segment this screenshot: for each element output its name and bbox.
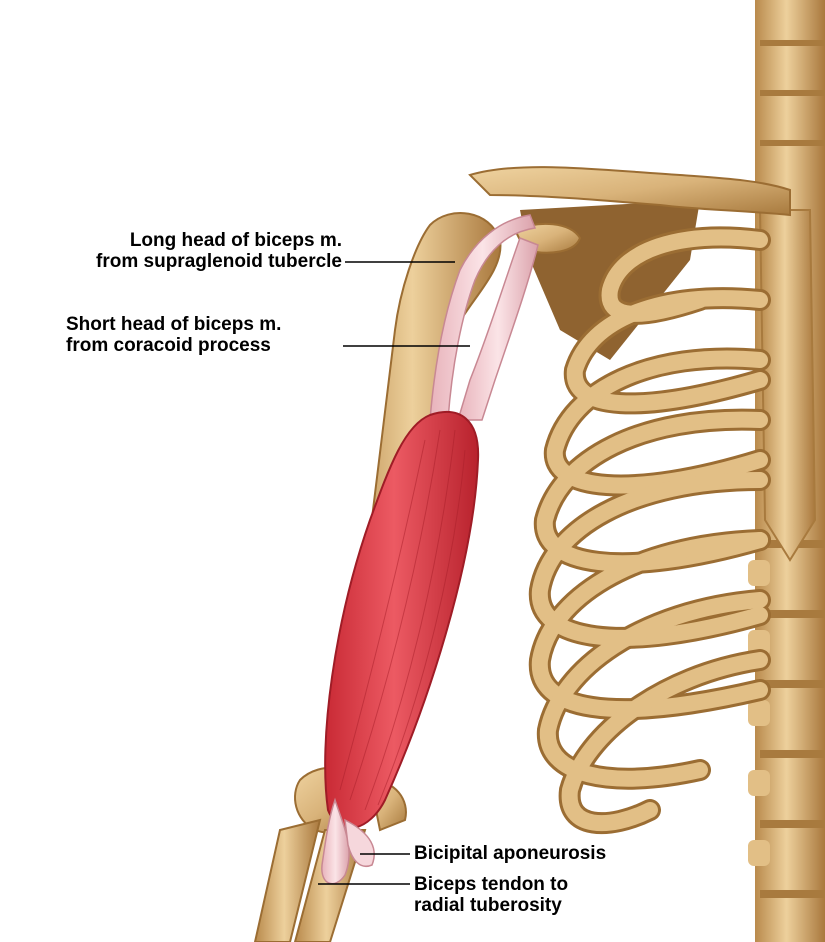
label-short-head-line2: from coracoid process (66, 335, 281, 356)
label-short-head-line1: Short head of biceps m. (66, 314, 281, 335)
label-tendon: Biceps tendon to radial tuberosity (414, 874, 568, 916)
label-long-head-line1: Long head of biceps m. (10, 230, 342, 251)
label-long-head: Long head of biceps m. from supraglenoid… (10, 230, 342, 272)
label-tendon-line1: Biceps tendon to (414, 874, 568, 895)
label-tendon-line2: radial tuberosity (414, 895, 568, 916)
label-aponeurosis: Bicipital aponeurosis (414, 843, 606, 864)
label-aponeurosis-line1: Bicipital aponeurosis (414, 843, 606, 864)
label-short-head: Short head of biceps m. from coracoid pr… (66, 314, 281, 356)
label-long-head-line2: from supraglenoid tubercle (10, 251, 342, 272)
